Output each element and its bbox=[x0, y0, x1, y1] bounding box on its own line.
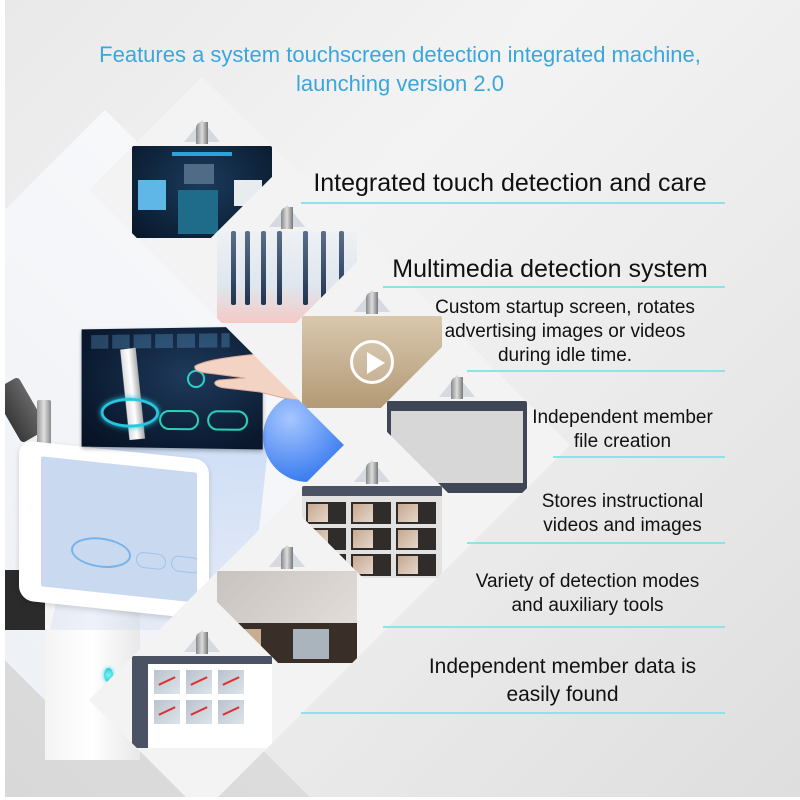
member-gallery-screen bbox=[132, 656, 272, 748]
tablet-screen bbox=[41, 456, 197, 603]
divider bbox=[467, 370, 725, 372]
feature-member-file: Independent member file creation bbox=[532, 407, 713, 452]
hero-ring bbox=[100, 397, 160, 428]
divider bbox=[383, 286, 725, 288]
divider bbox=[383, 626, 725, 628]
feature-poster: Features a system touchscreen detection … bbox=[5, 0, 800, 797]
device-post bbox=[37, 400, 51, 450]
feature-instructional: Stores instructional videos and images bbox=[541, 491, 704, 536]
tablet-ring bbox=[71, 534, 131, 571]
divider bbox=[301, 712, 725, 714]
feature-multimedia: Multimedia detection system bbox=[392, 255, 708, 283]
feature-startup: Custom startup screen, rotates advertisi… bbox=[435, 297, 695, 366]
divider bbox=[553, 456, 725, 458]
hero-button bbox=[207, 410, 249, 431]
tablet-button bbox=[136, 551, 166, 571]
tile-stand bbox=[196, 122, 208, 144]
divider bbox=[301, 202, 725, 204]
play-icon[interactable] bbox=[350, 340, 394, 384]
headline-line-2: launching version 2.0 bbox=[296, 71, 504, 96]
hero-button bbox=[159, 409, 200, 431]
feature-modes: Variety of detection modes and auxiliary… bbox=[475, 571, 700, 616]
device-tablet bbox=[19, 440, 209, 620]
divider bbox=[467, 542, 725, 544]
device-led-indicator bbox=[104, 668, 113, 682]
tablet-button bbox=[171, 554, 197, 575]
headline: Features a system touchscreen detection … bbox=[5, 40, 795, 98]
feature-integrated: Integrated touch detection and care bbox=[313, 169, 707, 197]
headline-line-1: Features a system touchscreen detection … bbox=[99, 42, 701, 67]
feature-member-data: Independent member data is easily found bbox=[428, 655, 697, 706]
